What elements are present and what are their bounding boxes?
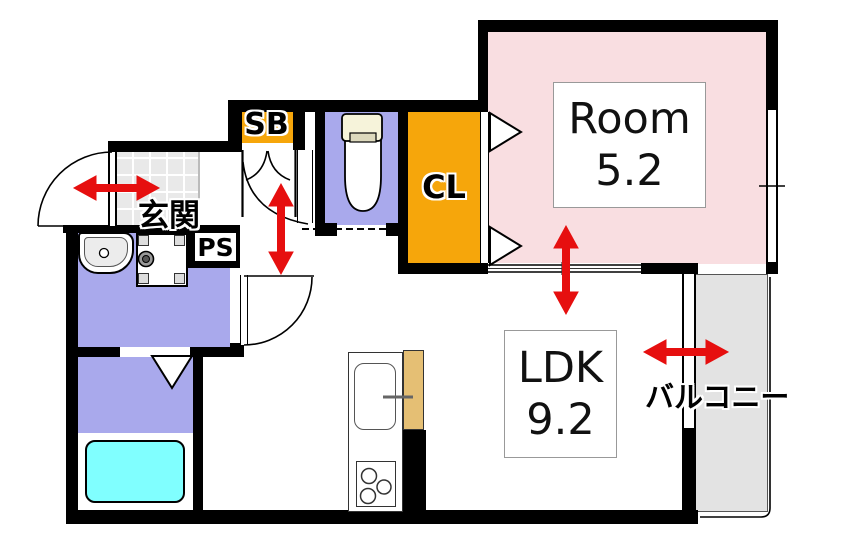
room-window (766, 110, 778, 262)
entrance-door-swing (37, 151, 113, 227)
room-label-box: Room 5.2 (553, 82, 706, 208)
stove (356, 461, 396, 507)
pan-corner (138, 273, 149, 284)
entrance-door-leaf (108, 152, 117, 226)
wall (66, 225, 78, 522)
washroom-door-swing (243, 275, 314, 346)
pan-corner (174, 273, 185, 284)
wall (63, 225, 190, 233)
wall (641, 263, 698, 274)
kitchen-sink (354, 363, 396, 430)
shoebox-floor (240, 110, 293, 143)
bathroom-floor (78, 357, 193, 433)
balcony-label: バルコニー (645, 380, 790, 414)
wall (193, 347, 203, 512)
toilet-floor (325, 112, 398, 225)
wall (402, 430, 426, 512)
washroom-door-leaf (240, 275, 248, 345)
wall (766, 32, 778, 110)
wall (315, 112, 325, 230)
pan-corner (174, 235, 185, 246)
wall (682, 428, 696, 512)
pan-corner (138, 235, 149, 246)
washbasin-bowl (84, 237, 128, 267)
pipe-space-text: PS (197, 232, 234, 262)
closet-floor (408, 110, 480, 263)
shoebox-threshold (242, 143, 293, 152)
entrance-label: 玄関 (138, 198, 200, 234)
closet-door-track (480, 112, 489, 263)
bathtub (85, 440, 185, 503)
bath-door-threshold (120, 347, 190, 357)
wall (66, 510, 698, 524)
room-name: Room (568, 93, 691, 144)
room-size: 5.2 (595, 146, 664, 196)
pipe-space-label: PS (193, 231, 238, 263)
kitchen-counter-top (403, 350, 424, 430)
flow-arrow-hall (268, 182, 294, 276)
ldk-name: LDK (517, 342, 604, 393)
ldk-size: 9.2 (526, 395, 595, 445)
wall (228, 100, 488, 112)
wall (190, 347, 240, 357)
wall (293, 112, 305, 150)
wall (398, 263, 488, 274)
wall (478, 20, 778, 32)
closet-label: CL (422, 168, 466, 206)
toilet-door (297, 150, 313, 223)
wall (315, 223, 337, 236)
ldk-label-box: LDK 9.2 (504, 330, 617, 458)
wall (66, 347, 122, 357)
room-ldk-sliding-door (488, 263, 641, 274)
wall (398, 110, 408, 268)
wall (386, 223, 400, 236)
wall (478, 20, 488, 112)
wall (228, 100, 242, 152)
wall (108, 141, 232, 152)
shoebox-label: SB (244, 107, 289, 142)
wall (766, 260, 778, 274)
